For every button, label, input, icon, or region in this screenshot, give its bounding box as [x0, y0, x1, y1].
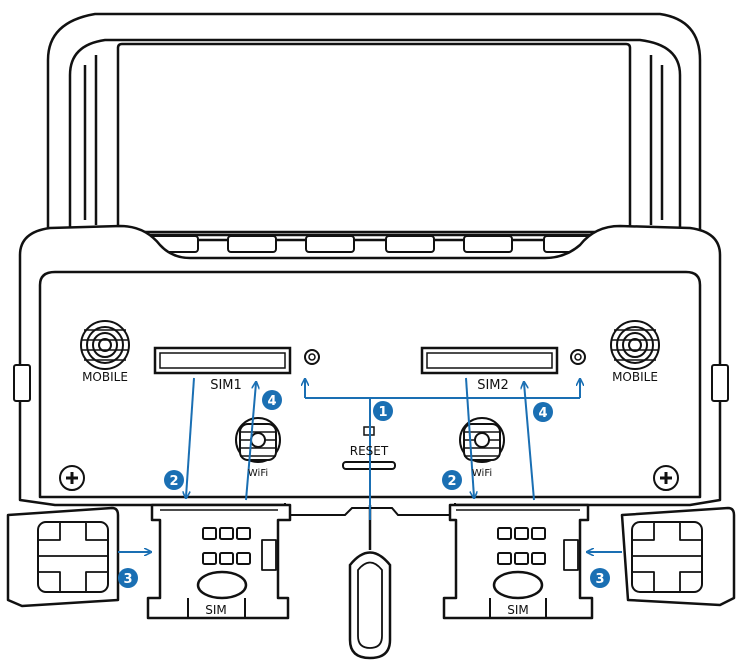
step-badge-2-right: 2	[442, 470, 462, 490]
phillips-screw-icon	[653, 465, 679, 491]
svg-text:3: 3	[595, 572, 604, 587]
step-badge-4-left: 4	[262, 390, 282, 410]
side-clips	[13, 364, 729, 402]
step-badge-2-left: 2	[164, 470, 184, 490]
tray-sim-label-right: SIM	[507, 603, 529, 617]
svg-text:2: 2	[169, 474, 178, 489]
svg-text:4: 4	[538, 406, 547, 421]
mobile-antenna-connector-right	[610, 320, 660, 370]
instruction-arrows	[118, 377, 622, 552]
svg-text:1: 1	[378, 405, 387, 420]
sim-contacts	[497, 527, 546, 565]
bottom-strip	[284, 503, 456, 516]
reset-label: RESET	[350, 444, 389, 458]
step-badge-3-right: 3	[590, 568, 610, 588]
front-bumper	[18, 224, 722, 507]
sim2-slot	[420, 346, 586, 375]
sim-contacts	[202, 527, 251, 565]
sim2-label: SIM2	[477, 378, 509, 393]
tray-sim-label-left: SIM	[205, 603, 227, 617]
svg-text:2: 2	[447, 474, 456, 489]
router-top-housing	[46, 12, 702, 242]
sim-eject-pin-icon	[348, 505, 392, 660]
step-badge-1: 1	[373, 401, 393, 421]
wifi-label-right: WiFi	[472, 468, 492, 479]
svg-text:4: 4	[267, 394, 276, 409]
wifi-label-left: WiFi	[248, 468, 268, 479]
sim-card-right	[620, 506, 736, 607]
mobile-antenna-connector-left	[80, 320, 130, 370]
wifi-antenna-connector-right	[459, 417, 505, 463]
wifi-antenna-connector-left	[235, 417, 281, 463]
sim-tray-right	[442, 503, 594, 620]
step-badge-3-left: 3	[118, 568, 138, 588]
sim-tray-left	[146, 503, 292, 620]
sim-card-left	[6, 506, 120, 608]
svg-text:3: 3	[123, 572, 132, 587]
sim1-slot	[153, 346, 320, 375]
mobile-label-left: MOBILE	[82, 370, 128, 384]
mobile-label-right: MOBILE	[612, 370, 658, 384]
sim1-label: SIM1	[210, 378, 242, 393]
step-badge-4-right: 4	[533, 402, 553, 422]
phillips-screw-icon	[59, 465, 85, 491]
